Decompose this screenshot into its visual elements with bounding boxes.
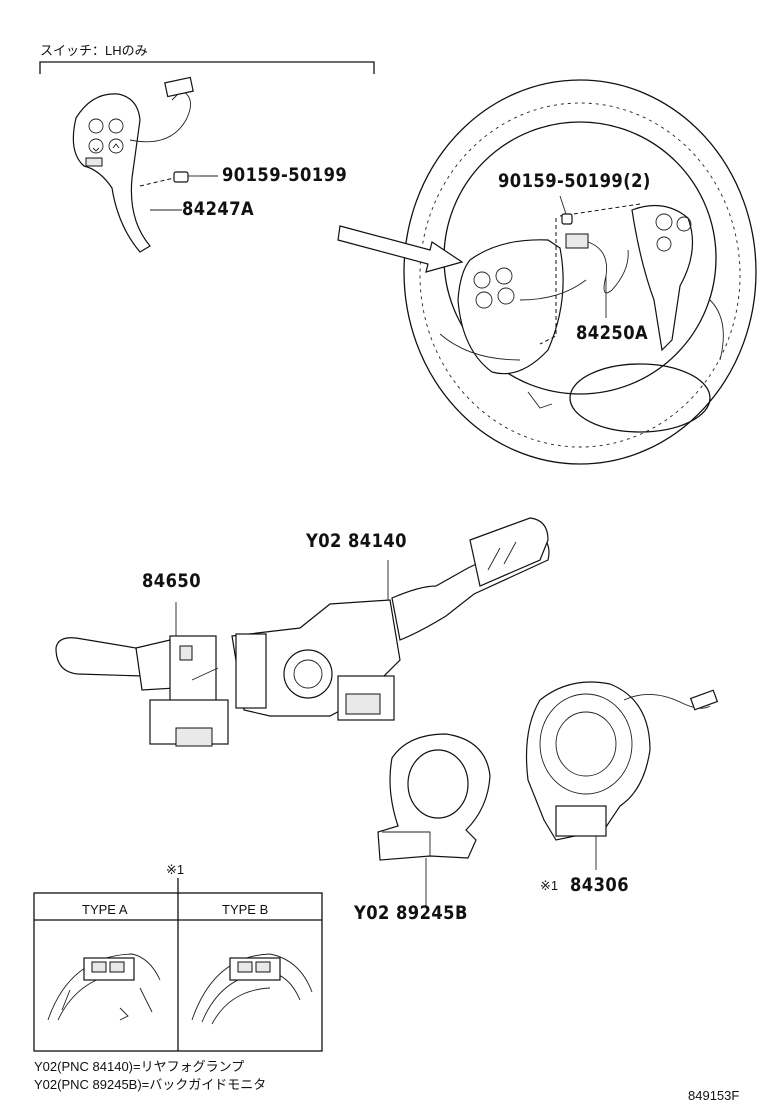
- note-84140: Y02(PNC 84140)=リヤフォグランプ: [34, 1059, 245, 1074]
- part-number-Y02-89245B: Y02 89245B: [354, 902, 468, 924]
- table-header-type-a: TYPE A: [82, 902, 128, 917]
- combination-switch-84650-drawing: [55, 602, 229, 747]
- part-number-90159-50199-left: 90159-50199: [222, 164, 348, 186]
- steering-wheel-drawing: [403, 79, 757, 465]
- pointer-arrow: [337, 225, 464, 273]
- steering-switch-left-drawing: [72, 76, 202, 253]
- figure-id: 849153F: [688, 1088, 740, 1103]
- table-header-type-b: TYPE B: [222, 902, 269, 917]
- part-number-84250A: 84250A: [576, 322, 649, 344]
- combination-switch-84140-drawing: [231, 517, 550, 721]
- part-number-Y02-84140: Y02 84140: [306, 530, 407, 552]
- table-mark: ※1: [166, 862, 185, 877]
- part-number-84306: 84306: [570, 874, 630, 896]
- part-number-84650: 84650: [142, 570, 202, 592]
- leader-lines-top: [200, 175, 567, 215]
- note-89245B: Y02(PNC 89245B)=バックガイドモニタ: [34, 1077, 267, 1092]
- spiral-cable-84306-drawing: [525, 681, 719, 870]
- lh-only-note: スイッチ：LHのみ: [40, 43, 148, 58]
- part-number-84247A: 84247A: [182, 198, 255, 220]
- mark-84306: ※1: [540, 878, 559, 893]
- type-table: [33, 878, 323, 1052]
- lh-only-bracket: [39, 61, 375, 74]
- spiral-cable-89245B-drawing: [377, 733, 491, 906]
- part-number-90159-50199-right: 90159-50199(2): [498, 170, 651, 192]
